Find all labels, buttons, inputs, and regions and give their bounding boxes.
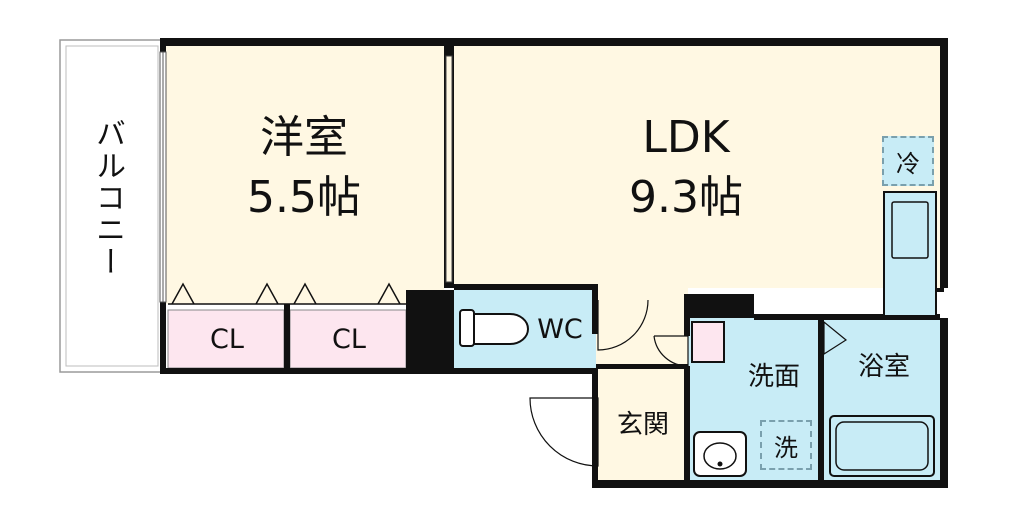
entrance-label: 玄関 [616,410,669,440]
washer-label: 洗 [774,433,798,462]
closet-door-2 [255,282,279,305]
wall-bottom-west [160,368,596,374]
fridge-space: 冷 [882,136,934,186]
wall-washroom-top [754,314,940,320]
closet-2-floor [289,309,407,369]
entrance-door-swing [529,397,599,467]
western-room-name: 洋室 [260,112,348,163]
wall-washroom-left-lower [684,366,690,488]
kitchen-sink [891,201,929,259]
bathroom-label: 浴室 [857,352,910,382]
wall-wc-right [592,284,598,334]
western-room-floor [164,46,444,304]
wall-right-upper [940,38,948,288]
washroom-door-swing [653,335,689,367]
wc-door-swing [597,299,649,351]
bathroom-door-swing [823,320,848,356]
wall-bottom-east [592,480,948,488]
pillar-washroom [684,294,754,318]
wc-label: WC [537,314,583,345]
bathtub [829,415,935,477]
wall-top-west [160,38,454,46]
entrance-floor [596,368,688,480]
washroom-label: 洗面 [747,362,800,392]
wall-top-east [454,38,948,46]
sliding-door-frame [445,55,453,283]
ldk-floor [454,46,940,288]
wall-entrance-left [592,368,598,488]
wall-right-lower [940,318,948,488]
storage-box [691,321,725,363]
balcony-rail [65,45,159,367]
washbasin-drain [717,461,723,467]
fridge-label: 冷 [896,149,920,178]
ldk-size: 9.3帖 [629,172,743,223]
wall-washroom-bath [818,318,824,488]
closet-1-label: CL [210,324,244,355]
bathtub-inner [835,421,929,471]
wall-washroom-left [684,318,690,336]
toilet-bowl [473,313,529,345]
washbasin-bowl [703,442,737,470]
balcony-label: バルコニー [90,118,125,278]
western-room-size: 5.5帖 [247,172,361,223]
closet-1-floor [167,309,285,369]
toilet-tank [459,309,475,347]
balcony-area [59,39,165,373]
closet-2-label: CL [332,324,366,355]
hall-floor [596,288,688,368]
wall-hall-bottom [596,364,688,369]
pillar [406,290,454,374]
closet-door-4 [377,282,401,305]
closet-door-3 [293,282,317,305]
closet-door-1 [171,282,195,305]
ldk-name: LDK [642,112,730,163]
wall-wc-top [454,284,596,290]
washer-space: 洗 [760,420,812,470]
